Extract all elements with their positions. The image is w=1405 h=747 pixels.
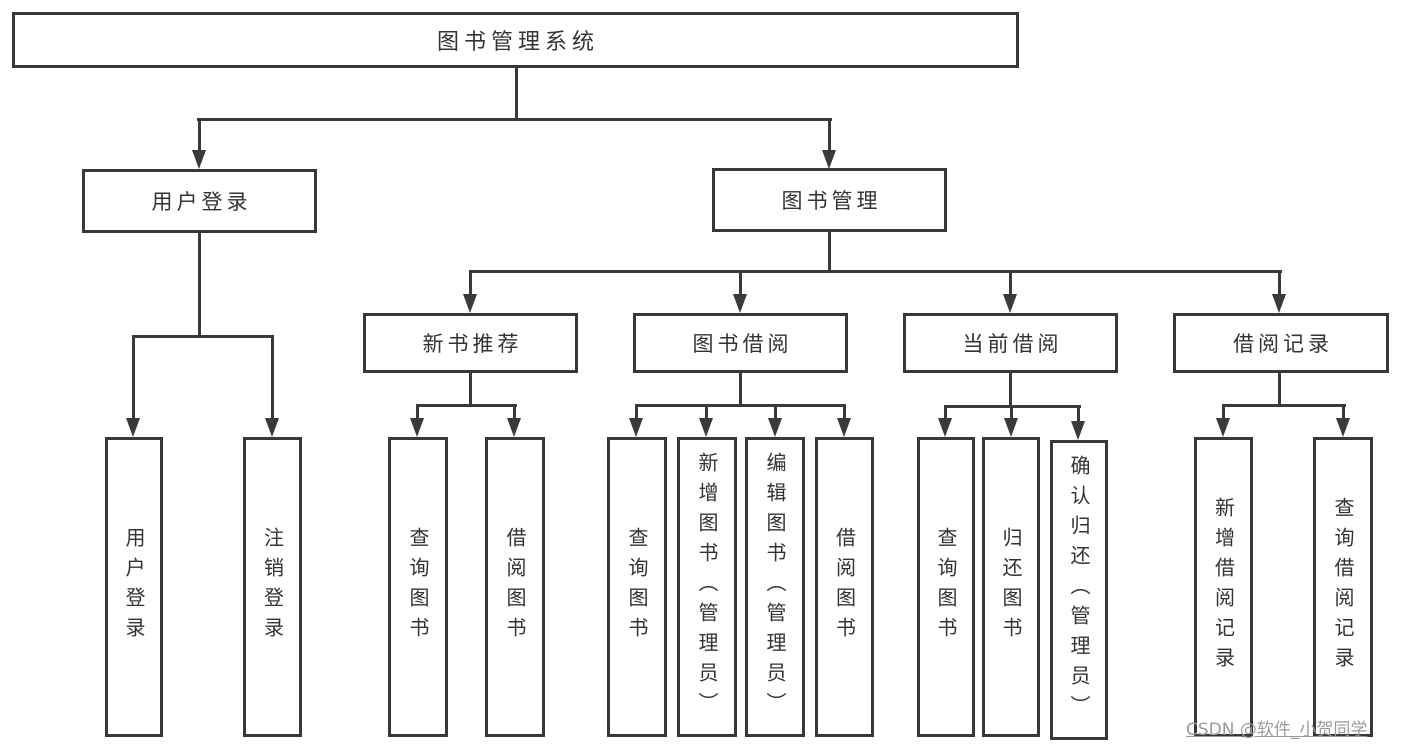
- connector-drop-leaf-logout: [271, 335, 274, 418]
- connector-new-books-stub: [469, 373, 472, 406]
- leaf-borrow-books-borrowing: 借阅图书: [815, 437, 874, 737]
- connector-records-rail: [1222, 404, 1346, 407]
- connector-drop: [1222, 404, 1225, 418]
- node-user-login: 用户登录: [82, 169, 317, 233]
- leaf-logout-label: 注销登录: [260, 527, 285, 647]
- leaf-query-books-borrowing: 查询图书: [607, 437, 667, 737]
- connector-drop-book-mgmt: [828, 118, 831, 150]
- leaf-borrow-books-newbooks: 借阅图书: [485, 437, 545, 737]
- connector-drop-borrowing: [739, 270, 742, 294]
- connector-new-books-rail: [416, 404, 517, 407]
- arrow-down-icon: [733, 294, 747, 313]
- connector-root-stub: [515, 68, 518, 120]
- leaf-query-books-borrowing-label: 查询图书: [625, 527, 649, 647]
- leaf-query-books-current: 查询图书: [917, 437, 975, 737]
- csdn-watermark: CSDN @软件_小贺同学: [1186, 720, 1368, 740]
- arrow-down-icon: [1003, 294, 1017, 313]
- arrow-down-icon: [768, 418, 782, 437]
- connector-user-login-stub: [198, 233, 201, 337]
- node-current-borrowing-label: 当前借阅: [962, 332, 1063, 356]
- connector-drop: [944, 405, 947, 418]
- leaf-borrow-books-newbooks-label: 借阅图书: [503, 527, 527, 647]
- leaf-borrow-books-borrowing-label: 借阅图书: [832, 527, 857, 647]
- connector-level3-rail: [469, 270, 1282, 273]
- node-book-borrowing-label: 图书借阅: [692, 332, 793, 356]
- connector-drop: [843, 404, 846, 418]
- connector-drop: [705, 404, 708, 418]
- arrow-down-icon: [629, 418, 643, 437]
- arrow-down-icon: [410, 418, 424, 437]
- leaf-add-borrow-record: 新增借阅记录: [1194, 437, 1253, 737]
- leaf-confirm-return-admin: 确认归还（管理员）: [1050, 440, 1108, 740]
- connector-drop: [1342, 404, 1345, 418]
- arrow-down-icon: [699, 418, 713, 437]
- node-book-borrowing: 图书借阅: [633, 313, 848, 373]
- connector-borrowing-rail: [635, 404, 846, 407]
- leaf-query-borrow-record: 查询借阅记录: [1313, 437, 1373, 737]
- leaf-query-books-current-label: 查询图书: [934, 527, 958, 647]
- arrow-down-icon: [1004, 418, 1018, 437]
- node-borrowing-records-label: 借阅记录: [1233, 332, 1333, 356]
- connector-drop: [774, 404, 777, 418]
- arrow-down-icon: [463, 294, 477, 313]
- connector-drop: [416, 404, 419, 418]
- connector-records-stub: [1278, 373, 1281, 406]
- leaf-user-login: 用户登录: [105, 437, 163, 737]
- connector-user-login-rail: [132, 335, 274, 338]
- connector-drop-current: [1009, 270, 1012, 294]
- arrow-down-icon: [938, 418, 952, 437]
- connector-drop: [1010, 405, 1013, 418]
- connector-level2-rail: [197, 118, 832, 121]
- node-root-label: 图书管理系统: [436, 30, 599, 55]
- connector-drop: [635, 404, 638, 418]
- leaf-query-books-newbooks-label: 查询图书: [406, 527, 430, 647]
- connector-drop: [1077, 405, 1080, 421]
- arrow-down-icon: [1272, 294, 1286, 313]
- leaf-query-borrow-record-label: 查询借阅记录: [1331, 497, 1355, 677]
- connector-drop-new-books: [469, 270, 472, 294]
- arrow-down-icon: [837, 418, 851, 437]
- connector-drop-leaf-login: [132, 335, 135, 418]
- node-book-management: 图书管理: [712, 168, 947, 232]
- node-root-library-system: 图书管理系统: [12, 12, 1019, 68]
- node-new-book-recommend-label: 新书推荐: [422, 332, 523, 356]
- leaf-add-books-admin-label: 新增图书（管理员）: [695, 452, 719, 722]
- leaf-add-books-admin: 新增图书（管理员）: [677, 437, 737, 737]
- node-user-login-label: 用户登录: [151, 190, 252, 214]
- leaf-return-books-label: 归还图书: [999, 527, 1023, 647]
- connector-drop-records: [1278, 270, 1281, 294]
- arrow-down-icon: [126, 418, 140, 437]
- leaf-return-books: 归还图书: [982, 437, 1040, 737]
- leaf-logout: 注销登录: [243, 437, 302, 737]
- connector-current-stub: [1009, 373, 1012, 407]
- arrow-down-icon: [265, 418, 279, 437]
- connector-drop-user-login: [198, 118, 201, 150]
- leaf-edit-books-admin: 编辑图书（管理员）: [745, 437, 805, 737]
- connector-borrowing-stub: [739, 373, 742, 406]
- arrow-down-icon: [1071, 421, 1085, 440]
- node-new-book-recommend: 新书推荐: [363, 313, 578, 373]
- node-current-borrowing: 当前借阅: [903, 313, 1118, 373]
- leaf-confirm-return-admin-label: 确认归还（管理员）: [1067, 455, 1091, 725]
- node-borrowing-records: 借阅记录: [1173, 313, 1389, 373]
- connector-book-mgmt-stub: [828, 232, 831, 272]
- arrow-down-icon: [192, 150, 206, 169]
- arrow-down-icon: [507, 418, 521, 437]
- node-book-management-label: 图书管理: [781, 189, 882, 213]
- leaf-edit-books-admin-label: 编辑图书（管理员）: [763, 452, 787, 722]
- arrow-down-icon: [1336, 418, 1350, 437]
- connector-drop: [513, 404, 516, 418]
- arrow-down-icon: [822, 150, 836, 169]
- arrow-down-icon: [1216, 418, 1230, 437]
- leaf-user-login-label: 用户登录: [122, 527, 146, 647]
- leaf-query-books-newbooks: 查询图书: [388, 437, 448, 737]
- leaf-add-borrow-record-label: 新增借阅记录: [1211, 497, 1236, 677]
